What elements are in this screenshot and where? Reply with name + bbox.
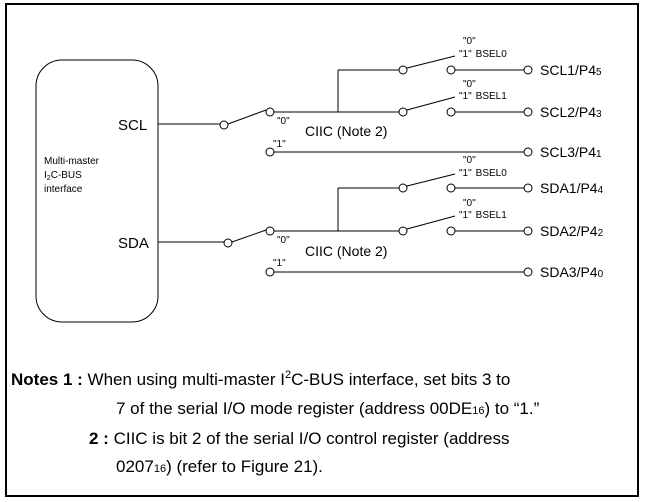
block-label-line3: interface: [44, 184, 83, 195]
pin-label-sda3: SDA3/P40: [540, 264, 604, 280]
sda-switch-group: [158, 173, 533, 277]
sda-port-label: SDA: [118, 235, 149, 252]
sda-bsel1-one: "1"BSEL1: [459, 210, 507, 221]
pin-label-sda2: SDA2/P42: [540, 223, 604, 239]
scl-switch-group: [158, 55, 533, 157]
block-label-line2: I2C-BUS: [44, 170, 82, 182]
scl-bsel1-one: "1"BSEL1: [459, 91, 507, 102]
pin-label-sda1: SDA1/P44: [540, 180, 604, 196]
figure-frame: [5, 3, 639, 497]
pin-label-scl3: SCL3/P41: [540, 144, 602, 160]
sda-bsel0-zero: "0": [463, 155, 476, 166]
sda-ciic-label: CIIC (Note 2): [305, 243, 387, 259]
block-label-line1: Multi-master: [44, 156, 100, 167]
scl-bsel1-zero: "0": [463, 79, 476, 90]
interface-block: [35, 59, 159, 323]
scl-port-label: SCL: [118, 117, 147, 134]
sda-bsel1-zero: "0": [463, 198, 476, 209]
pin-label-scl2: SCL2/P43: [540, 104, 602, 120]
sda-ciic-zero: "0": [277, 235, 290, 246]
scl-ciic-zero: "0": [277, 116, 290, 127]
sda-ciic-one: "1": [273, 258, 286, 269]
sda-bsel0-one: "1"BSEL0: [459, 168, 507, 179]
pin-label-scl1: SCL1/P45: [540, 62, 602, 78]
scl-ciic-one: "1": [273, 139, 286, 150]
scl-ciic-label: CIIC (Note 2): [305, 123, 387, 139]
scl-bsel0-zero: "0": [463, 36, 476, 47]
scl-bsel0-one: "1"BSEL0: [459, 49, 507, 60]
